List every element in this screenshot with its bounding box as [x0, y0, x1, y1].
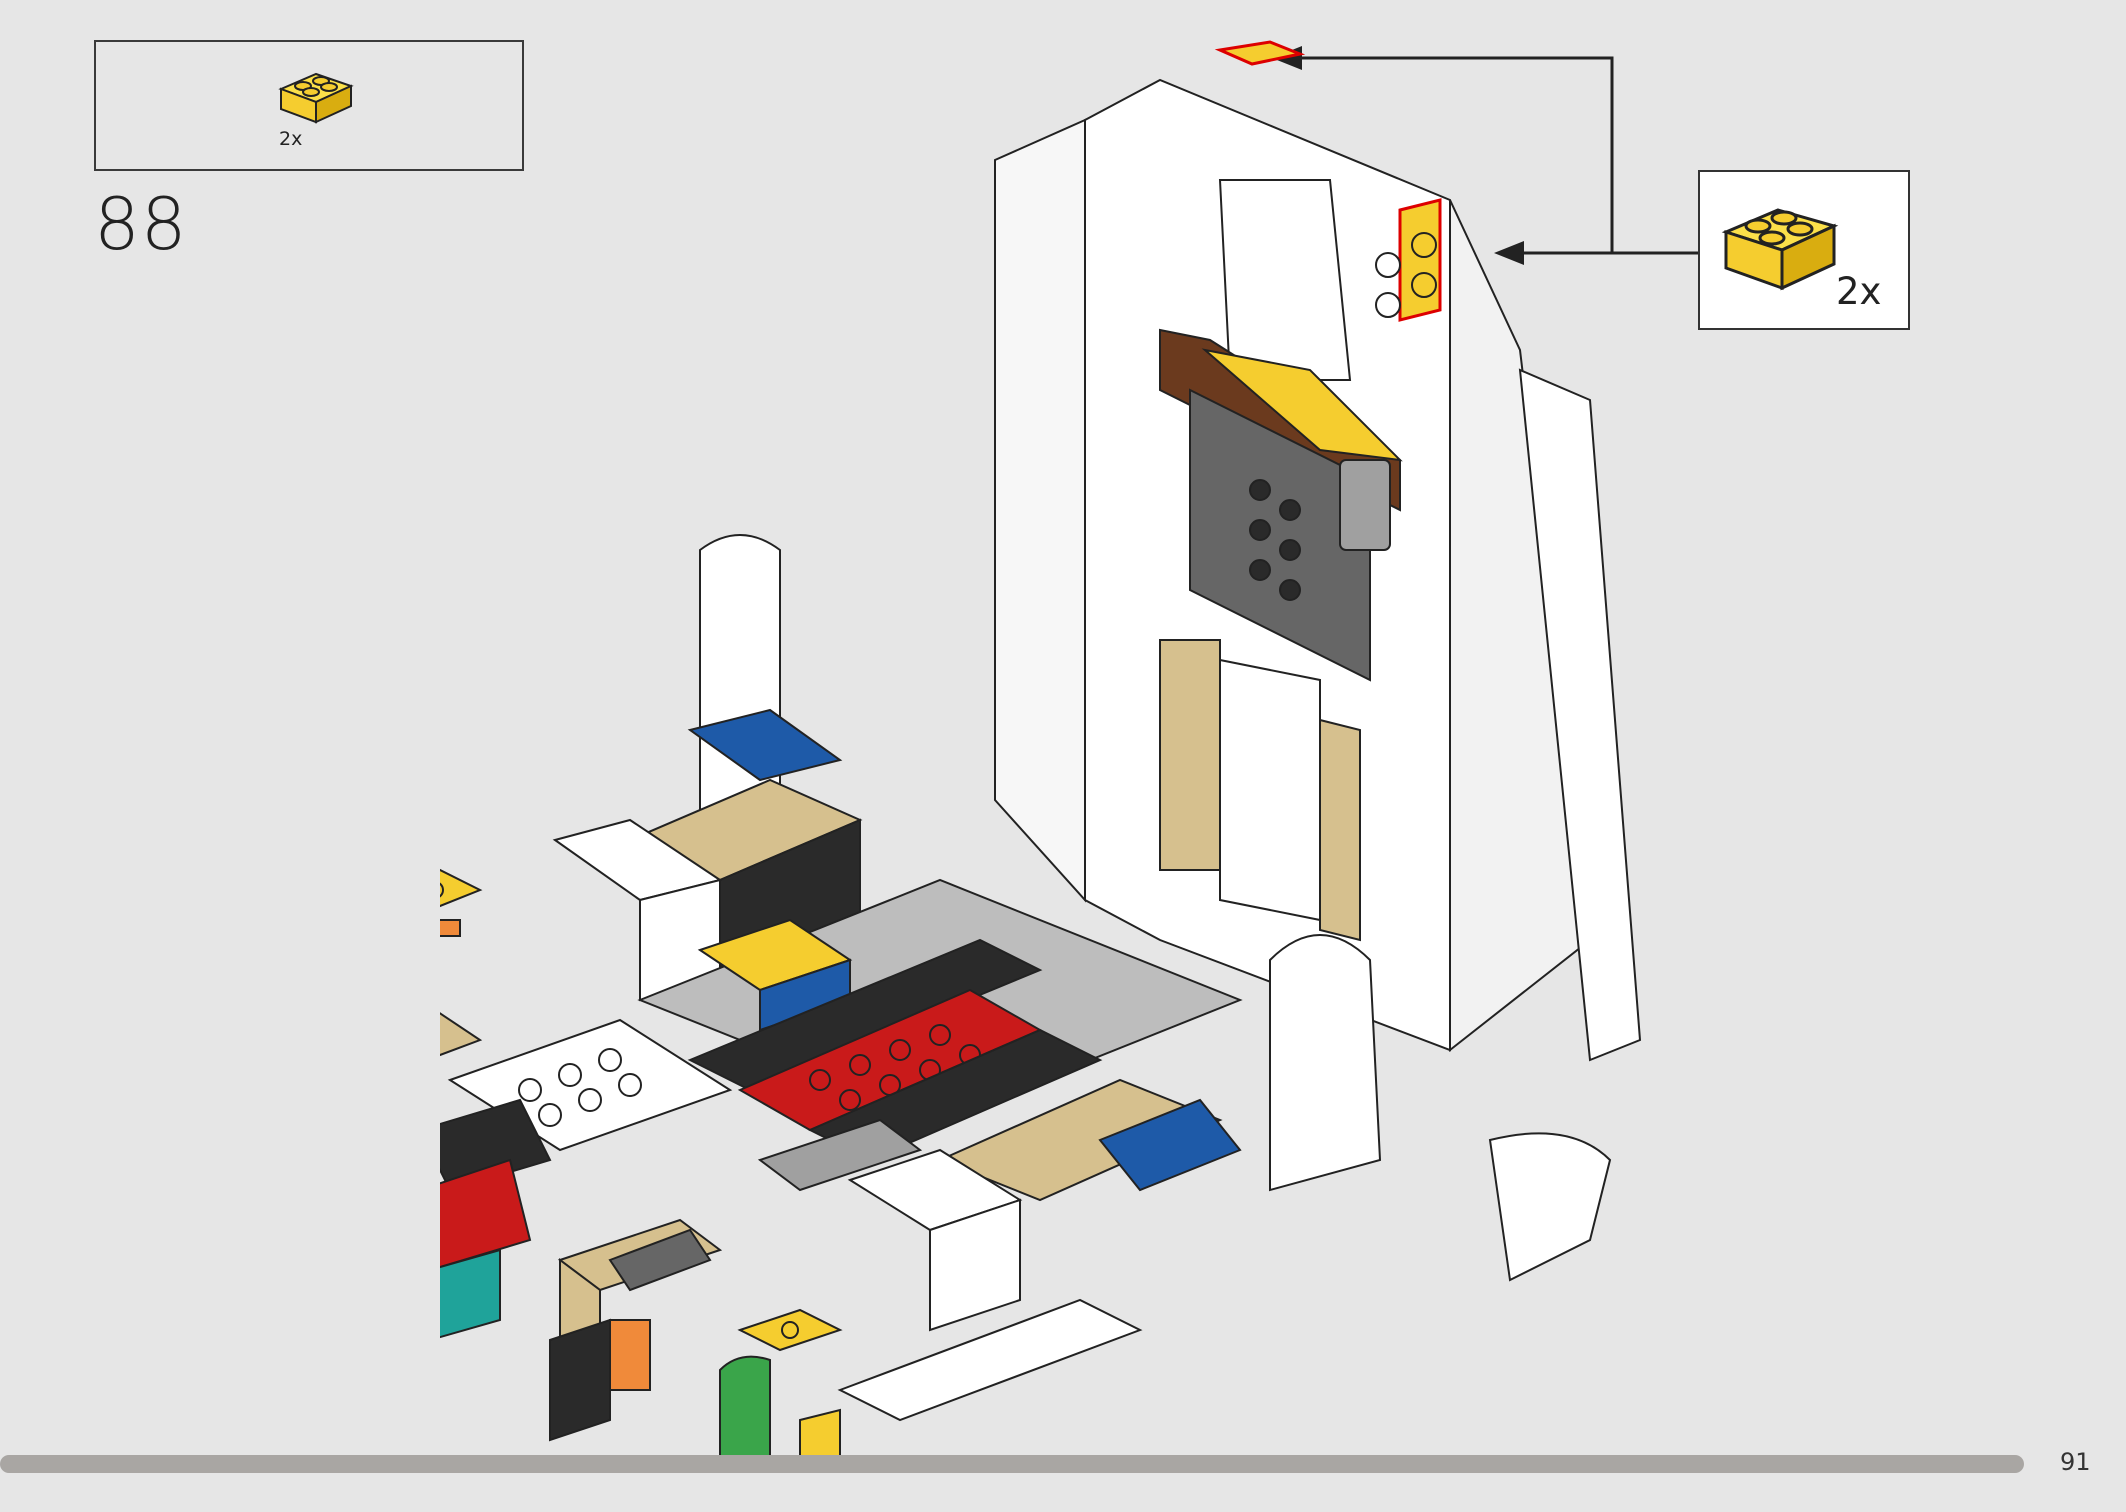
callout-quantity: 2x — [1836, 270, 1882, 313]
step-number: 88 — [94, 182, 188, 266]
model-illustration — [440, 40, 1642, 1461]
parts-quantity: 2x — [279, 128, 303, 150]
arrow-line-top — [1280, 56, 1698, 255]
callout-box: 2x — [1698, 170, 1910, 330]
parts-list-box: 2x — [94, 40, 524, 171]
yellow-brick-2x2-icon — [278, 72, 354, 124]
arrow-head-bottom — [1494, 241, 1524, 265]
progress-bar — [0, 1455, 2024, 1473]
yellow-brick-2x2-icon — [1721, 208, 1839, 291]
page-number: 91 — [2060, 1448, 2091, 1476]
